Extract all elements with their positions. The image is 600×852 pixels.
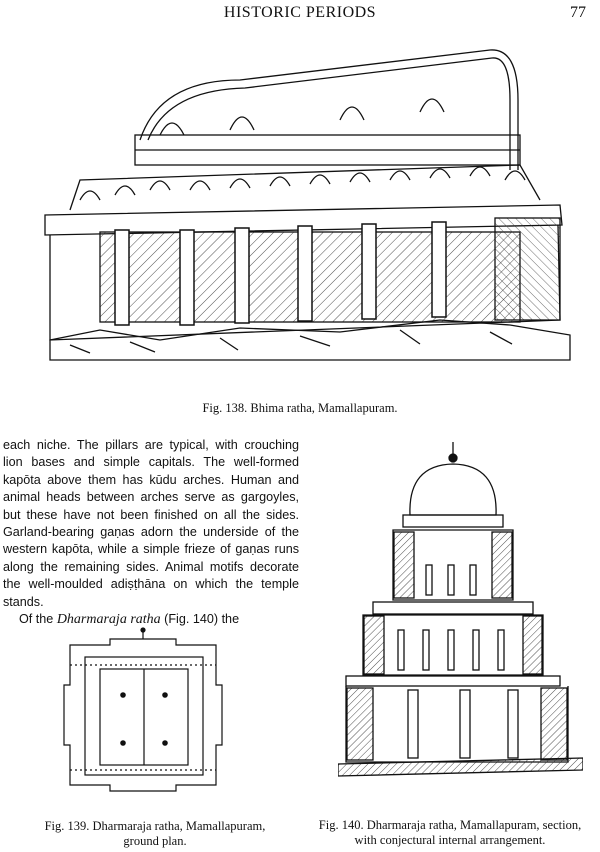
figure-139-ground-plan-drawing [40, 625, 280, 805]
body-paragraph-2: Of the Dharmaraja ratha (Fig. 140) the [3, 611, 299, 628]
figure-140-caption-line-1: Fig. 140. Dharmaraja ratha, Mamallapuram… [318, 818, 582, 832]
paragraph-2-start: Of the [19, 612, 54, 627]
paragraph-2-end: (Fig. 140) the [164, 612, 240, 627]
page-number: 77 [570, 4, 586, 21]
figure-138-caption: Fig. 138. Bhima ratha, Mamallapuram. [202, 401, 398, 415]
figure-140-caption-line-2: with conjectural internal arrangement. [354, 833, 546, 847]
figure-139-caption-line-2: ground plan. [123, 834, 187, 848]
bhima-ratha-illustration [44, 49, 571, 361]
ground-plan-illustration [63, 627, 223, 792]
figure-140-caption: Fig. 140. Dharmaraja ratha, Mamallapuram… [300, 818, 600, 848]
body-paragraph-1: each niche. The pillars are typical, wit… [3, 438, 299, 609]
body-text: each niche. The pillars are typical, wit… [3, 437, 299, 628]
figure-139-caption: Fig. 139. Dharmaraja ratha, Mamallapuram… [20, 819, 290, 849]
section-illustration [338, 442, 583, 777]
figure-138-bhima-ratha-drawing [40, 40, 580, 390]
figure-140-section-drawing [338, 440, 583, 780]
running-head: HISTORIC PERIODS [223, 4, 377, 21]
paragraph-2-italic: Dharmaraja ratha [56, 612, 161, 628]
figure-139-caption-line-1: Fig. 139. Dharmaraja ratha, Mamallapuram… [44, 819, 266, 833]
